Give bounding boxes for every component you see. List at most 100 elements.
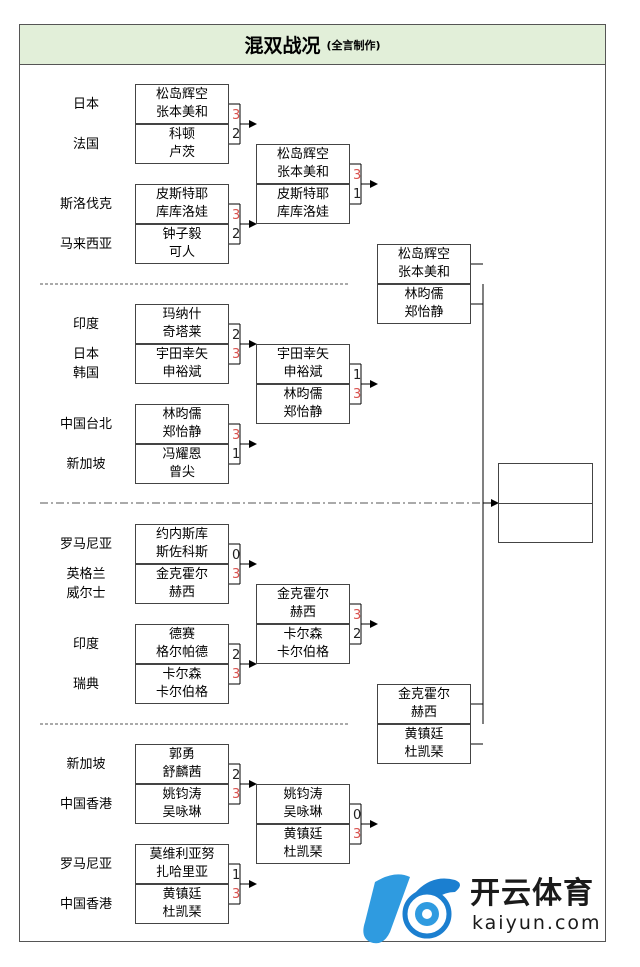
match-score: 2 — [232, 768, 241, 783]
player-name: 林昀儒 — [404, 287, 444, 302]
r1-team-box: 科顿卢茨 — [135, 124, 229, 164]
r1-team-box: 林昀儒郑怡静 — [135, 404, 229, 444]
match-score: 3 — [232, 208, 241, 223]
player-name: 宇田幸矢 — [276, 347, 329, 362]
country-label: 新加坡 — [66, 756, 106, 772]
player-name: 松岛辉空 — [276, 147, 329, 162]
player-name: 林昀儒 — [283, 387, 323, 402]
r1-team-box: 钟子毅可人 — [135, 224, 229, 264]
player-name: 卡尔森 — [162, 667, 202, 682]
player-name: 姚钧涛 — [162, 787, 202, 802]
match-score: 3 — [353, 387, 362, 402]
player-name: 杜凯琹 — [162, 905, 202, 920]
r1-team-box: 玛纳什奇塔莱 — [135, 304, 229, 344]
kaiyun-logo-icon — [363, 874, 460, 944]
match-score: 3 — [232, 108, 241, 123]
country-label: 法国 — [72, 136, 99, 152]
match-score: 1 — [353, 187, 362, 202]
r3-team-box: 林昀儒郑怡静 — [377, 284, 471, 324]
player-name: 黄镇廷 — [404, 727, 444, 742]
player-name: 莫维利亚努 — [149, 847, 215, 862]
player-name: 杜凯琹 — [283, 845, 323, 860]
r3-team-box: 黄镇廷杜凯琹 — [377, 724, 471, 764]
final-box — [498, 463, 593, 543]
player-name: 郑怡静 — [404, 305, 444, 320]
player-name: 金克霍尔 — [155, 567, 208, 582]
match-score: 3 — [232, 567, 241, 582]
match-score: 2 — [232, 127, 241, 142]
player-name: 赫西 — [410, 705, 437, 720]
r1-team-box: 黄镇廷杜凯琹 — [135, 884, 229, 924]
player-name: 吴咏琳 — [162, 805, 202, 820]
country-label: 日本 — [72, 96, 99, 112]
player-name: 科顿 — [168, 127, 195, 142]
player-name: 库库洛娃 — [155, 205, 208, 220]
player-name: 皮斯特耶 — [155, 187, 208, 202]
match-score: 1 — [232, 447, 241, 462]
player-name: 张本美和 — [397, 265, 450, 280]
r2-team-box: 卡尔森卡尔伯格 — [256, 624, 350, 664]
player-name: 舒麟茜 — [162, 765, 202, 780]
r1-team-box: 冯耀恩曾尖 — [135, 444, 229, 484]
match-score: 3 — [353, 827, 362, 842]
player-name: 申裕斌 — [283, 365, 323, 380]
player-name: 斯佐科斯 — [155, 545, 208, 560]
player-name: 皮斯特耶 — [276, 187, 329, 202]
r2-team-box: 皮斯特耶库库洛娃 — [256, 184, 350, 224]
player-name: 卡尔伯格 — [276, 645, 329, 660]
player-name: 赫西 — [289, 605, 316, 620]
r1-team-box: 郭勇舒麟茜 — [135, 744, 229, 784]
player-name: 金克霍尔 — [397, 687, 450, 702]
country-label: 马来西亚 — [59, 236, 112, 252]
page-title: 混双战况 — [244, 35, 321, 57]
country-label: 罗马尼亚 — [59, 536, 112, 552]
r2-team-box: 姚钧涛吴咏琳 — [256, 784, 350, 824]
r2-team-box: 松岛辉空张本美和 — [256, 144, 350, 184]
r3-team-box: 金克霍尔赫西 — [377, 684, 471, 724]
player-name: 黄镇廷 — [283, 827, 323, 842]
player-name: 林昀儒 — [162, 407, 202, 422]
match-score: 3 — [232, 667, 241, 682]
r1-team-box: 莫维利亚努扎哈里亚 — [135, 844, 229, 884]
player-name: 卢茨 — [168, 145, 195, 160]
country-label: 瑞典 — [72, 676, 99, 692]
match-score: 3 — [232, 347, 241, 362]
player-name: 可人 — [168, 245, 195, 260]
match-score: 1 — [353, 368, 362, 383]
country-label: 中国香港 — [59, 796, 112, 812]
country-label: 印度 — [72, 636, 99, 652]
r1-team-box: 皮斯特耶库库洛娃 — [135, 184, 229, 224]
player-name: 郑怡静 — [283, 405, 323, 420]
player-name: 郭勇 — [168, 747, 195, 762]
match-score: 3 — [232, 787, 241, 802]
player-name: 卡尔伯格 — [155, 685, 208, 700]
player-name: 库库洛娃 — [276, 205, 329, 220]
page-subtitle: (全言制作) — [326, 38, 381, 52]
watermark-url: kaiyun.com — [472, 912, 602, 934]
r1-team-box: 金克霍尔赫西 — [135, 564, 229, 604]
country-label: 中国台北 — [59, 416, 112, 432]
player-name: 扎哈里亚 — [155, 865, 208, 880]
player-name: 黄镇廷 — [162, 887, 202, 902]
match-score: 2 — [232, 328, 241, 343]
match-score: 2 — [232, 227, 241, 242]
r1-team-box: 姚钧涛吴咏琳 — [135, 784, 229, 824]
player-name: 德赛 — [168, 627, 195, 642]
player-name: 冯耀恩 — [162, 447, 202, 462]
bracket-frame — [19, 24, 606, 942]
country-label: 英格兰威尔士 — [66, 567, 106, 601]
country-label: 罗马尼亚 — [59, 856, 112, 872]
player-name: 松岛辉空 — [155, 87, 208, 102]
player-name: 张本美和 — [276, 165, 329, 180]
country-label: 斯洛伐克 — [59, 196, 112, 212]
player-name: 松岛辉空 — [397, 247, 450, 262]
player-name: 金克霍尔 — [276, 587, 329, 602]
match-score: 3 — [353, 168, 362, 183]
player-name: 格尔帕德 — [155, 645, 208, 660]
player-name: 姚钧涛 — [283, 787, 323, 802]
r2-team-box: 宇田幸矢申裕斌 — [256, 344, 350, 384]
title-bar: 混双战况 (全言制作) — [20, 25, 605, 65]
country-label: 新加坡 — [66, 456, 106, 472]
player-name: 卡尔森 — [283, 627, 323, 642]
